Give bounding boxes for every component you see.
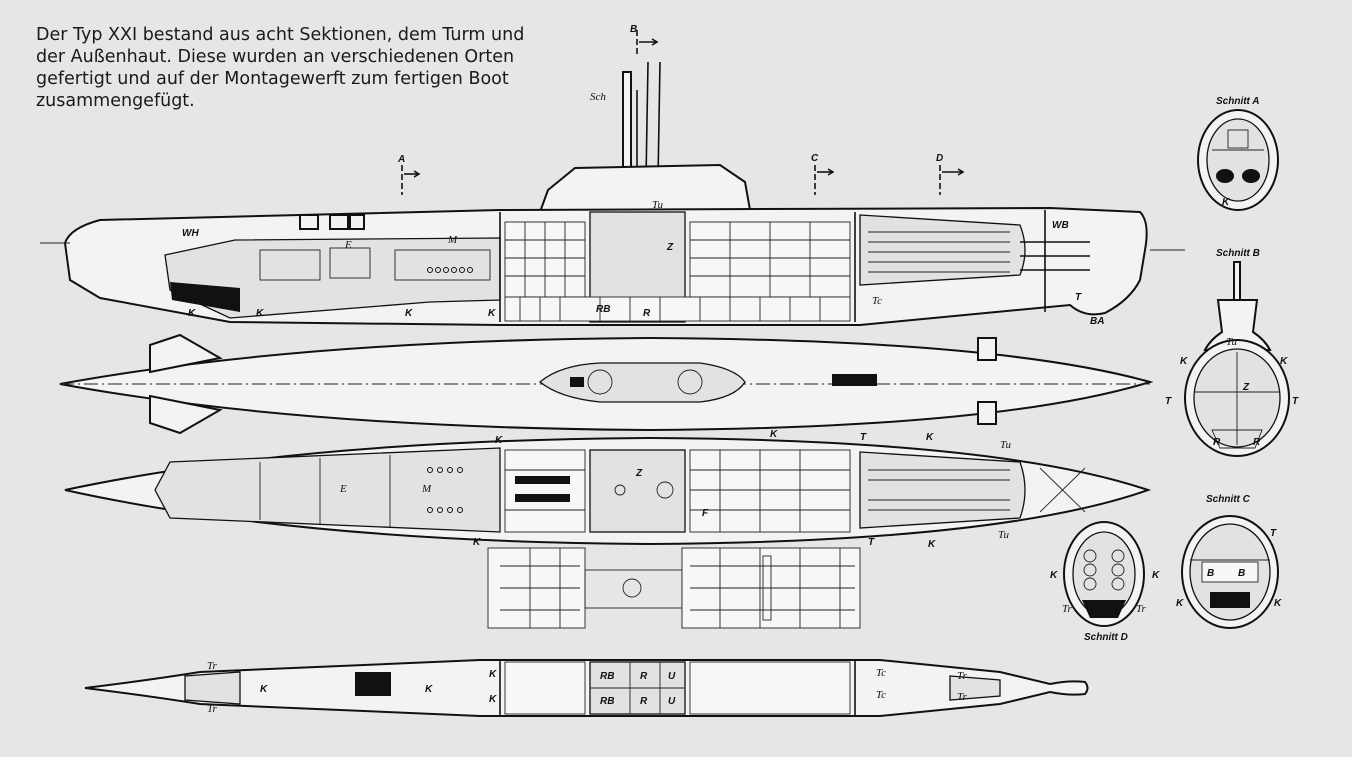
battery-deck-plan bbox=[487, 547, 861, 629]
section-marker-b: B bbox=[630, 24, 659, 55]
label-tc-keel-1: Tc bbox=[876, 667, 886, 679]
side-elevation: A B C D Sch WH WB M E Z bbox=[40, 24, 1185, 327]
label-m: M bbox=[447, 234, 458, 246]
tower-top-outline bbox=[538, 362, 746, 403]
schnitt-c-label: Schnitt C bbox=[1206, 494, 1251, 505]
label-tu: Tu bbox=[652, 199, 664, 211]
label-tc-keel-2: Tc bbox=[876, 689, 886, 701]
label-t-top-2: T bbox=[868, 537, 875, 548]
top-view-hatch-block bbox=[832, 374, 877, 386]
schnitt-b-z-label: Z bbox=[1242, 382, 1250, 393]
schnitt-b-r-label-2: R bbox=[1253, 437, 1261, 448]
label-rb-side: RB bbox=[596, 304, 610, 315]
top-view-interior: K K K K K T T Tu Tu Z M E F bbox=[64, 429, 1152, 550]
label-tu-top-1: Tu bbox=[1000, 439, 1012, 451]
label-t-side: T bbox=[1075, 292, 1082, 303]
label-rb-keel-1: RB bbox=[600, 671, 614, 682]
caption-line-4: zusammengefügt. bbox=[36, 91, 195, 111]
label-f-top: F bbox=[702, 508, 709, 519]
schnitt-c-t-label: T bbox=[1270, 528, 1277, 539]
label-wh: WH bbox=[182, 228, 199, 239]
schnitt-b: Schnitt B Tu Z K K T T R R bbox=[1165, 248, 1299, 457]
snorkel-mast bbox=[622, 71, 632, 183]
section-marker-d: D bbox=[936, 153, 965, 195]
section-marker-c-label: C bbox=[811, 153, 819, 164]
schnitt-d-tr-label-1: Tr bbox=[1062, 603, 1073, 615]
label-r-keel-2: R bbox=[640, 696, 648, 707]
label-rb-keel-2: RB bbox=[600, 696, 614, 707]
caption-text: Der Typ XXI bestand aus acht Sektionen, … bbox=[36, 24, 576, 112]
schnitt-c-b-label-2: B bbox=[1238, 568, 1245, 579]
schnitt-a-k-label: K bbox=[1222, 197, 1230, 208]
label-k-top-4: K bbox=[473, 537, 481, 548]
top-view-exterior bbox=[59, 333, 1154, 435]
label-e: E bbox=[344, 239, 352, 251]
schnitt-d-k-label-2: K bbox=[1152, 570, 1160, 581]
section-marker-b-label: B bbox=[630, 24, 637, 35]
label-z: Z bbox=[666, 242, 674, 253]
conning-tower bbox=[538, 163, 752, 214]
schnitt-d-k-label-1: K bbox=[1050, 570, 1058, 581]
schnitt-b-r-label-1: R bbox=[1213, 437, 1221, 448]
label-z-top: Z bbox=[635, 468, 643, 479]
label-k-keel-2: K bbox=[425, 684, 433, 695]
label-wb: WB bbox=[1052, 220, 1069, 231]
label-r-keel-1: R bbox=[640, 671, 648, 682]
label-k-top-2: K bbox=[770, 429, 778, 440]
schnitt-c-k-label-2: K bbox=[1274, 598, 1282, 609]
label-e-top: E bbox=[339, 483, 347, 495]
label-k-keel-1: K bbox=[260, 684, 268, 695]
schnitt-c-k-label-1: K bbox=[1176, 598, 1184, 609]
caption-line-3: gefertigt und auf der Montagewerft zum f… bbox=[36, 69, 509, 89]
label-k-top-3: K bbox=[926, 432, 934, 443]
label-k-side-3: K bbox=[405, 308, 413, 319]
label-k-side-4: K bbox=[488, 308, 496, 319]
schnitt-c-b-label-1: B bbox=[1207, 568, 1214, 579]
keel-plan: Tr Tr K K K K RB RB R R U U Tc Tc Tr Tr bbox=[84, 659, 1089, 717]
schnitt-b-tu-label: Tu bbox=[1226, 336, 1238, 348]
label-tr-keel-4: Tr bbox=[957, 691, 968, 703]
label-k-side-1: K bbox=[188, 308, 196, 319]
label-ba: BA bbox=[1090, 316, 1104, 327]
section-marker-a: A bbox=[397, 154, 421, 195]
label-tr-keel-1: Tr bbox=[207, 660, 218, 672]
label-tu-top-2: Tu bbox=[998, 529, 1010, 541]
label-sch: Sch bbox=[590, 91, 606, 103]
aft-battery-block bbox=[170, 282, 240, 312]
schnitt-a: Schnitt A K bbox=[1197, 96, 1279, 211]
section-marker-c: C bbox=[811, 153, 835, 195]
section-marker-d-label: D bbox=[936, 153, 943, 164]
caption-line-2: der Außenhaut. Diese wurden an verschied… bbox=[36, 47, 515, 67]
label-r-side: R bbox=[643, 308, 651, 319]
label-k-side-2: K bbox=[256, 308, 264, 319]
label-tr-keel-3: Tr bbox=[957, 670, 968, 682]
label-t-top-1: T bbox=[860, 432, 867, 443]
schnitt-b-label: Schnitt B bbox=[1216, 248, 1260, 259]
label-k-keel-3: K bbox=[489, 669, 497, 680]
schnitt-c-b-label-3: B bbox=[1226, 594, 1233, 605]
label-u-keel-2: U bbox=[668, 696, 676, 707]
schnitt-b-t-label-1: T bbox=[1165, 396, 1172, 407]
label-tr-keel-2: Tr bbox=[207, 703, 218, 715]
schnitt-d-tr-label-2: Tr bbox=[1136, 603, 1147, 615]
schnitt-b-t-label-2: T bbox=[1292, 396, 1299, 407]
keel-dark-block bbox=[355, 672, 391, 696]
schnitt-c: Schnitt C B B B T K K bbox=[1176, 494, 1282, 629]
schnitt-d: K K Tr Tr Schnitt D bbox=[1050, 521, 1160, 643]
schnitt-d-label: Schnitt D bbox=[1084, 632, 1128, 643]
schnitt-b-k-label-1: K bbox=[1180, 356, 1188, 367]
label-u-keel-1: U bbox=[668, 671, 676, 682]
caption-line-1: Der Typ XXI bestand aus acht Sektionen, … bbox=[36, 25, 525, 45]
label-k-keel-4: K bbox=[489, 694, 497, 705]
schnitt-a-label: Schnitt A bbox=[1216, 96, 1260, 107]
label-tc-side: Tc bbox=[872, 295, 882, 307]
label-k-top-1: K bbox=[495, 435, 503, 446]
section-marker-a-label: A bbox=[397, 154, 405, 165]
label-m-top: M bbox=[421, 483, 432, 495]
label-k-top-5: K bbox=[928, 539, 936, 550]
schnitt-b-k-label-2: K bbox=[1280, 356, 1288, 367]
